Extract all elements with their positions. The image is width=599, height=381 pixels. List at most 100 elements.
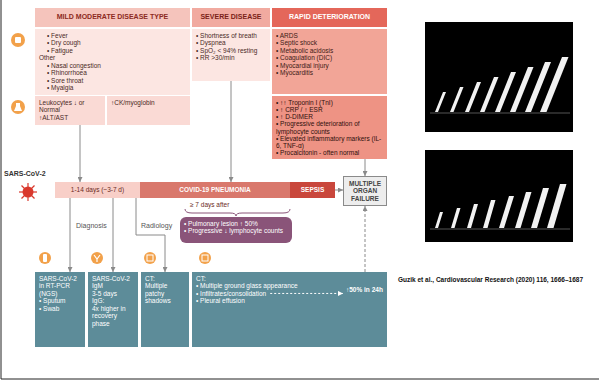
lab-box: Leukocytes ↓ or Normal↑ALT/AST (35, 96, 105, 125)
branch-label: Radiology (141, 222, 179, 230)
duration-label: ≥ 7 days after (190, 201, 250, 208)
connector (365, 206, 366, 272)
domino (435, 212, 443, 228)
virus-spike (22, 186, 35, 199)
node-text: 1-14 days (~3-7 d) (59, 186, 136, 193)
node-text: • Fever (39, 32, 186, 39)
symptom-box: • Shortness of breath• Dyspnea• SpO₂ < 9… (192, 29, 270, 81)
node-text: MULTIPLE ORGAN FAILURE (346, 180, 384, 202)
branch-label: Diagnosis (76, 222, 116, 230)
node-text: CT: (145, 275, 185, 282)
node-text: • Sore throat (39, 77, 186, 84)
icon-glyph (14, 103, 22, 111)
domino-photo (425, 150, 573, 242)
domino (531, 188, 549, 228)
node-text: ↑50% in 24h (346, 286, 384, 293)
photo-background (425, 150, 573, 242)
connector (80, 125, 81, 182)
node-text: • Dyspnea (196, 39, 266, 46)
domino (499, 196, 514, 228)
virus-spike (22, 186, 35, 199)
node-text: • Rhinorrhoea (39, 69, 186, 76)
node-text: • Septic shock (276, 39, 383, 46)
category-icon (11, 33, 25, 114)
stage-header: RAPID DETERIORATION (272, 8, 387, 27)
domino (451, 208, 461, 228)
pathogen-label: SARS-CoV-2 (4, 170, 50, 178)
node-text: Multiple patchy shadows (145, 282, 185, 304)
node-text: Leukocytes ↓ or Normal (39, 99, 101, 114)
node-text: • Metabolic acidosis (276, 47, 383, 54)
photo-background (425, 22, 573, 132)
timeline-bar: SEPSIS (290, 182, 335, 198)
slide-border (1, 379, 599, 380)
domino (547, 184, 567, 228)
stage-header: SEVERE DISEASE (192, 8, 270, 27)
connector (365, 159, 366, 176)
domino-photo (425, 22, 573, 132)
dotted-arrow (270, 293, 343, 294)
icon-glyph (15, 37, 21, 43)
node-text: SEPSIS (294, 186, 331, 193)
domino (515, 192, 532, 228)
node-text: • Coagulation (DIC) (276, 54, 383, 61)
domino (483, 200, 496, 228)
node-text: • Elevated inflammatory markers (IL-6, T… (276, 135, 383, 149)
node-text: ↑ALT/AST (39, 114, 101, 121)
domino (480, 77, 499, 112)
virus-icon (19, 183, 37, 201)
node-text: • RR >30/min (196, 54, 266, 61)
icon-glyph (202, 255, 208, 261)
node-text: CT: (196, 275, 383, 282)
virus-body (23, 187, 34, 198)
node-text: ↑CK/myoglobin (111, 99, 186, 106)
node-text: • Shortness of breath (196, 32, 266, 39)
node-text: COVID-19 PNEUMONIA (144, 186, 286, 193)
node-text: • Swab (39, 305, 81, 312)
bracket (185, 209, 290, 216)
node-text: • Myocardial injury (276, 62, 383, 69)
node-text: RAPID DETERIORATION (276, 13, 383, 21)
timeline-bar: COVID-19 PNEUMONIA (140, 182, 290, 198)
node-text: • Nasal congestion (39, 62, 186, 69)
test-box: CT:Multiple patchy shadows (141, 272, 189, 347)
node-text: • ARDS (276, 32, 383, 39)
icon-glyph (147, 255, 153, 261)
domino (435, 92, 446, 112)
domino (465, 82, 481, 112)
icon-glyph (94, 255, 100, 262)
slide-border (1, 0, 2, 379)
node-text: • Pulmonary lesion ↑ 50% (184, 220, 288, 227)
connector (335, 190, 343, 191)
node-text: • Procalcitonin - often normal (276, 149, 383, 156)
domino (450, 87, 464, 112)
node-text: MILD MODERATE DISEASE TYPE (39, 13, 186, 21)
node-text: • Pleural effusion (196, 297, 383, 304)
node-text: • ↑ D-DIMER (276, 113, 383, 120)
node-text: 4x higher in recovery phase (92, 305, 134, 327)
connector (136, 198, 165, 272)
stage-header: MILD MODERATE DISEASE TYPE (35, 8, 190, 27)
node-text: • Myalgia (39, 84, 186, 91)
test-box: CT:• Multiple ground glass appearance• I… (192, 272, 387, 347)
icon-circle (39, 252, 51, 264)
test-box: SARS-CoV-2 in RT-PCR (NGS)• Sputum• Swab (35, 272, 85, 347)
domino-floor (430, 113, 570, 114)
node-text: SEVERE DISEASE (196, 13, 266, 21)
node-text: • Fatigue (39, 47, 186, 54)
callout-bubble: • Pulmonary lesion ↑ 50%• Progressive ↓ … (180, 217, 292, 243)
test-icon (39, 252, 211, 264)
connector (70, 198, 71, 272)
node-text: SARS-CoV-2 IgM (92, 275, 134, 290)
node-text: • Dry cough (39, 39, 186, 46)
icon-glyph (43, 254, 47, 262)
outcome-box: MULTIPLE ORGAN FAILURE (343, 176, 387, 206)
node-text: • Myocarditis (276, 69, 383, 76)
lab-box: • ↑↑ Troponin I (TnI)• ↑ CRP / ↑ ESR• ↑ … (272, 96, 387, 159)
lab-box: ↑CK/myoglobin (107, 96, 190, 125)
node-text: • ↑↑ Troponin I (TnI) (276, 99, 383, 106)
test-box: SARS-CoV-2 IgM3-5 daysIgG:4x higher in r… (88, 272, 138, 347)
icon-circle (199, 252, 211, 264)
icon-circle (144, 252, 156, 264)
